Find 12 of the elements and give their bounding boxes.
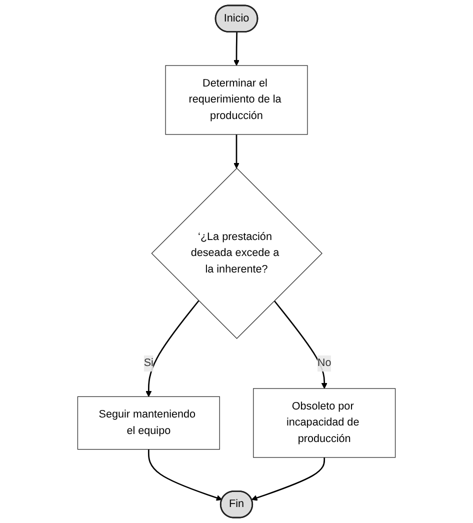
edge-label: No: [317, 357, 332, 369]
edge-label: Si: [144, 357, 154, 369]
arrow: [146, 300, 200, 397]
arrow: [234, 134, 240, 169]
node-diamond: ‘¿La prestación deseada excede a la inherente?: [151, 168, 322, 339]
node-box: Determinar el requerimiento de la producción: [165, 65, 308, 135]
node-box: Obsoleto por incapacidad de producción: [253, 388, 396, 458]
arrow: [148, 449, 222, 501]
arrow: [234, 32, 240, 66]
arrow: [251, 457, 326, 501]
arrow: [274, 300, 328, 389]
node-box: Seguir manteniendo el equipo: [77, 396, 220, 450]
